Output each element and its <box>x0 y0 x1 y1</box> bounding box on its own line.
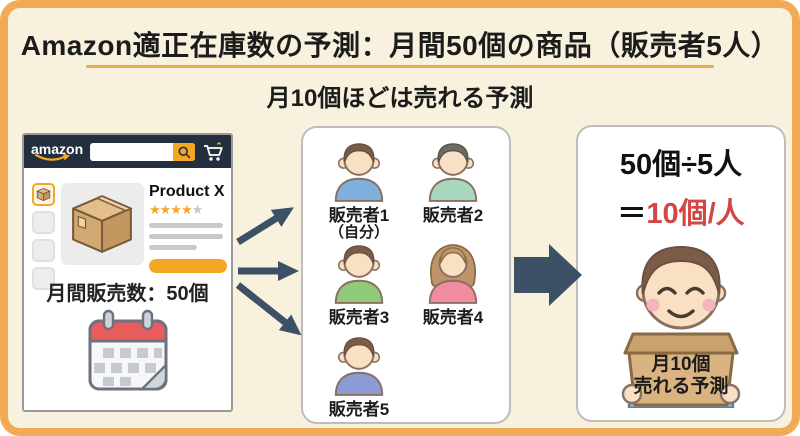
product-name: Product X <box>149 183 225 200</box>
formula-line2: ＝10個/人 <box>578 190 784 232</box>
calendar-icon <box>88 309 167 391</box>
seller-4: 販売者4 <box>407 242 499 327</box>
stars-filled: ★★★★ <box>149 201 193 217</box>
monthly-sales-text: 月間販売数：50個 <box>46 283 209 305</box>
thumbnail-column <box>32 183 56 290</box>
seller-4-avatar-icon <box>428 244 478 304</box>
cardboard-box-icon <box>72 195 134 253</box>
arrow-to-result <box>514 244 582 306</box>
formula-result: 10個/人 <box>646 198 745 230</box>
page-title: Amazon適正在庫数の予測：月間50個の商品（販売者5人） <box>20 30 780 61</box>
subtitle: 月10個ほどは売れる予測 <box>266 85 534 112</box>
seller-3-avatar-icon <box>334 245 384 304</box>
text-placeholder-line <box>149 223 223 229</box>
seller-2: 販売者2 <box>407 140 499 225</box>
happy-seller-illustration: 月10個 売れる予測 <box>601 236 761 410</box>
star-empty: ★ <box>191 201 204 217</box>
amazon-logo-text: amazon <box>31 141 84 157</box>
search-input[interactable] <box>90 142 195 161</box>
seller-2-avatar-icon <box>428 143 478 202</box>
seller-5-label: 販売者5 <box>328 400 390 419</box>
product-image <box>60 183 144 265</box>
text-placeholder-line <box>149 245 197 251</box>
box-label-line1: 月10個 <box>651 354 711 375</box>
seller-5-avatar-icon <box>334 337 384 396</box>
formula-line1: 50個÷5人 <box>619 149 743 181</box>
title-divider <box>86 65 714 68</box>
box-label: 月10個 売れる予測 <box>601 354 761 398</box>
seller-3: 販売者3 <box>313 242 405 327</box>
equals-sign: ＝ <box>617 198 647 230</box>
seller-1-label: 販売者1 <box>328 206 390 225</box>
amazon-logo: amazon <box>31 142 83 161</box>
thumbnail[interactable] <box>32 239 55 262</box>
seller-5: 販売者5 <box>313 334 405 419</box>
seller-4-label: 販売者4 <box>422 308 484 327</box>
cart-icon[interactable] <box>202 141 224 162</box>
search-icon <box>178 145 191 158</box>
sellers-panel: 販売者1 （自分） 販売者2 販売者3 <box>301 126 511 424</box>
box-label-line2: 売れる予測 <box>633 375 729 397</box>
arrow-to-sellers-bottom <box>235 282 302 336</box>
amazon-smile-icon <box>34 153 70 161</box>
calendar-wrap <box>24 307 231 400</box>
thumbnail[interactable] <box>32 267 55 290</box>
text-placeholder-line <box>149 234 223 240</box>
seller-1: 販売者1 （自分） <box>313 140 405 241</box>
thumbnail[interactable] <box>32 211 55 234</box>
box-thumbnail-icon <box>36 188 51 201</box>
search-button[interactable] <box>173 142 195 161</box>
buy-button[interactable] <box>149 259 227 274</box>
rating-stars: ★★★★★ <box>149 202 227 218</box>
amazon-header: amazon <box>24 135 231 168</box>
amazon-product-panel: amazon <box>22 133 233 412</box>
seller-3-label: 販売者3 <box>328 308 390 327</box>
arrow-to-sellers-top <box>236 207 294 245</box>
seller-2-label: 販売者2 <box>422 206 484 225</box>
seller-1-sublabel: （自分） <box>328 223 389 241</box>
result-panel: 50個÷5人 ＝10個/人 月10個 売れる予測 <box>576 125 786 422</box>
seller-1-avatar-icon <box>334 143 384 202</box>
person-with-box-icon <box>621 245 741 410</box>
product-info: Product X ★★★★★ <box>149 183 227 290</box>
product-section: Product X ★★★★★ <box>32 183 227 290</box>
thumbnail-selected[interactable] <box>32 183 55 206</box>
